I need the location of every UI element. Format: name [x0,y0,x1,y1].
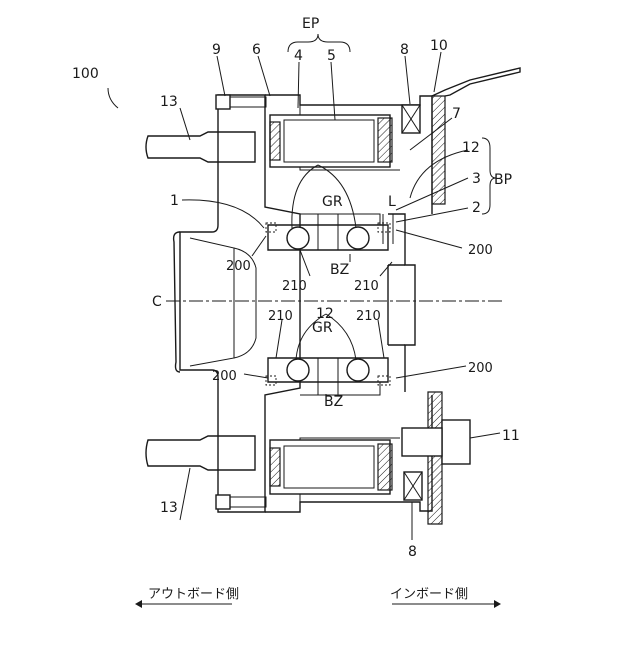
label-1: 1 [170,193,179,209]
label-c: C [152,294,162,310]
bolt-9 [216,95,266,109]
motor-upper [270,105,420,167]
label-12-upper: 12 [462,140,480,156]
label-gr-lower: GR [312,320,333,336]
bolt-lower-head [216,495,266,509]
label-5: 5 [327,48,336,64]
label-11: 11 [502,428,520,444]
label-bz-lower: BZ [324,394,343,410]
label-8-top: 8 [400,42,409,58]
label-bz-upper: BZ [330,262,349,278]
label-9: 9 [212,42,221,58]
label-10: 10 [430,38,448,54]
label-3: 3 [472,171,481,187]
label-outboard: アウトボード側 [148,587,239,602]
label-7: 7 [452,106,461,122]
label-inboard: インボード側 [390,587,468,602]
label-gr-upper: GR [322,194,343,210]
motor-lower [270,440,422,500]
label-200-ur: 200 [468,243,493,258]
stud-bolt-lower [146,436,255,470]
label-100: 100 [72,66,99,82]
label-210-l2: 210 [356,309,381,324]
label-13-lower: 13 [160,500,178,516]
inner-sleeve [318,214,338,395]
label-210-l1: 210 [268,309,293,324]
label-200-lr: 200 [468,361,493,376]
stud-bolt-upper [146,132,255,162]
label-ep: EP [302,16,319,32]
label-210-u1: 210 [282,279,307,294]
label-6: 6 [252,42,261,58]
label-l: L [388,194,396,210]
label-13-upper: 13 [160,94,178,110]
label-12-lower: 12 [316,306,334,322]
label-4: 4 [294,48,303,64]
label-200-ul: 200 [226,259,251,274]
label-200-ll: 200 [212,369,237,384]
label-2: 2 [472,200,481,216]
inboard-cap [388,265,405,345]
label-bp: BP [494,172,512,188]
bearing-lower [266,358,390,395]
label-210-u2: 210 [354,279,379,294]
label-8-bottom: 8 [408,544,417,560]
